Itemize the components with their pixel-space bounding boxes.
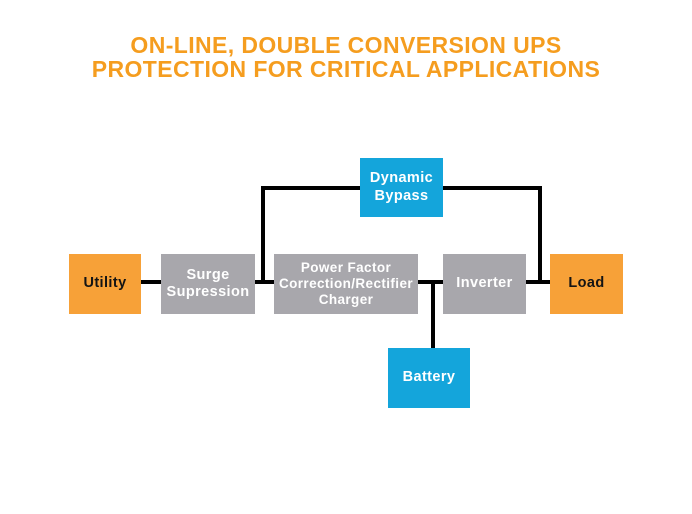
diagram-title: ON-LINE, DOUBLE CONVERSION UPS PROTECTIO… (0, 33, 692, 81)
node-inverter: Inverter (443, 254, 526, 314)
node-power-factor-correction-rectifier-charger: Power Factor Correction/Rectifier Charge… (274, 254, 418, 314)
wire-bypass-left-vertical (261, 186, 265, 284)
node-battery: Battery (388, 348, 470, 408)
node-bypass-line-2: Bypass (374, 187, 429, 204)
node-utility-label: Utility (83, 275, 127, 292)
wire-pfc-to-inverter (418, 280, 443, 284)
node-dynamic-bypass: Dynamic Bypass (360, 158, 443, 217)
title-line-2: PROTECTION FOR CRITICAL APPLICATIONS (91, 56, 601, 82)
node-pfc-line-3: Charger (318, 292, 374, 308)
node-load: Load (550, 254, 623, 314)
wire-bypass-right-vertical (538, 186, 542, 284)
node-pfc-line-1: Power Factor (300, 259, 392, 275)
node-bypass-line-1: Dynamic (369, 170, 434, 187)
node-load-label: Load (568, 275, 605, 292)
wire-battery-vertical (431, 282, 435, 348)
node-utility: Utility (69, 254, 141, 314)
node-inverter-label: Inverter (456, 275, 513, 292)
node-battery-label: Battery (402, 369, 456, 386)
node-surge-line-2: Supression (166, 284, 250, 300)
title-line-1: ON-LINE, DOUBLE CONVERSION UPS (130, 32, 562, 58)
node-surge-supression: Surge Supression (161, 254, 255, 314)
wire-utility-to-surge (141, 280, 161, 284)
node-pfc-line-2: Correction/Rectifier (278, 275, 414, 291)
node-surge-line-1: Surge (186, 266, 230, 283)
